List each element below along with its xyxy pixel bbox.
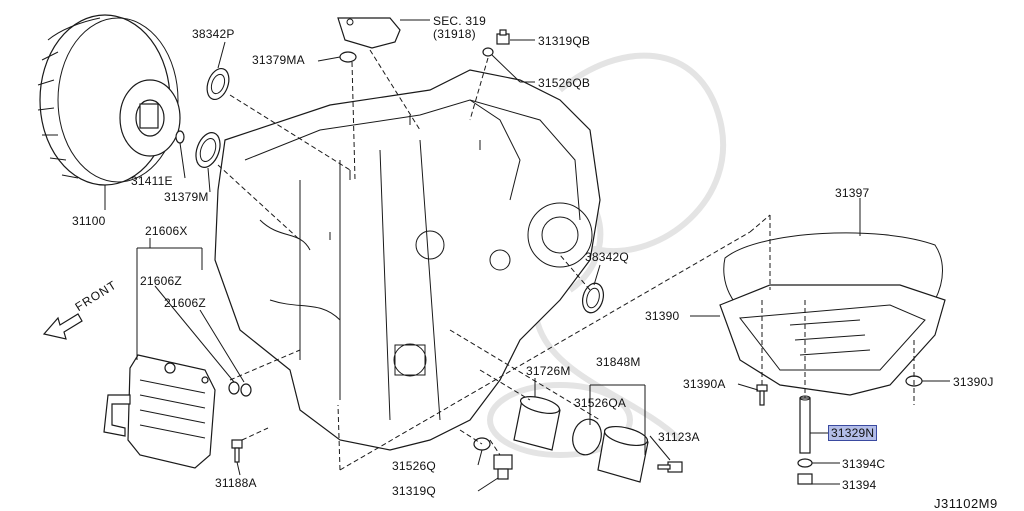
assembly-dashed-lines: [217, 49, 915, 471]
callout-21606z-1[interactable]: 21606Z: [140, 274, 182, 288]
callout-31188a[interactable]: 31188A: [215, 476, 257, 490]
plug-31319qb: [496, 29, 510, 45]
seal-31379m: [195, 132, 221, 168]
callout-31390j[interactable]: 31390J: [953, 375, 994, 389]
callout-31526q[interactable]: 31526Q: [392, 459, 436, 473]
oil-cooler: [103, 354, 216, 469]
callout-31726m[interactable]: 31726M: [526, 364, 571, 378]
callout-31411e[interactable]: 31411E: [131, 174, 173, 188]
callout-31379ma[interactable]: 31379MA: [252, 53, 305, 67]
diagram-code: J31102M9: [934, 496, 998, 511]
callout-31319q[interactable]: 31319Q: [392, 484, 436, 498]
sensor-sec-319: [337, 17, 401, 49]
washer-31526qb: [482, 47, 494, 57]
callout-31123a[interactable]: 31123A: [658, 430, 700, 444]
washer-31379ma: [339, 51, 357, 63]
callout-31526qa[interactable]: 31526QA: [574, 396, 627, 410]
callout-31390a[interactable]: 31390A: [683, 377, 726, 391]
drain-plug-31394: [797, 473, 813, 485]
filter-cover-31848m: [597, 425, 649, 483]
callout-31397[interactable]: 31397: [835, 186, 870, 200]
front-arrow-icon: [42, 313, 83, 340]
callout-31526qb[interactable]: 31526QB: [538, 76, 591, 90]
oil-pan-31390: [719, 284, 946, 396]
callout-31848m[interactable]: 31848M: [596, 355, 641, 369]
callout-38342p[interactable]: 38342P: [192, 27, 235, 41]
bolt-31123a: [657, 461, 683, 473]
o-ring-31411e: [175, 130, 185, 144]
torque-converter: [37, 14, 181, 186]
gasket-31397: [723, 232, 943, 321]
callout-31100[interactable]: 31100: [72, 214, 106, 228]
callout-31319qb[interactable]: 31319QB: [538, 34, 591, 48]
seal-38342p: [206, 67, 230, 101]
callout-31379m[interactable]: 31379M: [164, 190, 209, 204]
leader-lines: [104, 19, 950, 492]
bolt-31188a: [231, 439, 243, 463]
callout-21606x[interactable]: 21606X: [145, 224, 188, 238]
drain-tube-31329n: [799, 395, 811, 454]
seal-38342q: [581, 282, 605, 314]
callout-sec-319[interactable]: SEC. 319: [433, 14, 486, 28]
bolt-31390a: [756, 384, 768, 406]
plug-31319q: [493, 454, 513, 480]
callout-21606z-2[interactable]: 21606Z: [164, 296, 206, 310]
o-ring-31526qa: [572, 418, 602, 456]
callout-38342q[interactable]: 38342Q: [585, 250, 629, 264]
callout-31329n-highlighted[interactable]: 31329N: [827, 425, 878, 441]
callout-31394c[interactable]: 31394C: [842, 457, 886, 471]
callout-31390[interactable]: 31390: [645, 309, 680, 323]
transaxle-case: [214, 69, 601, 451]
filter-31726m: [513, 396, 561, 451]
callout-31918[interactable]: (31918): [433, 27, 476, 41]
washer-31394c: [797, 458, 813, 468]
callout-31394[interactable]: 31394: [842, 478, 877, 492]
o-rings-21606z: [228, 381, 252, 397]
